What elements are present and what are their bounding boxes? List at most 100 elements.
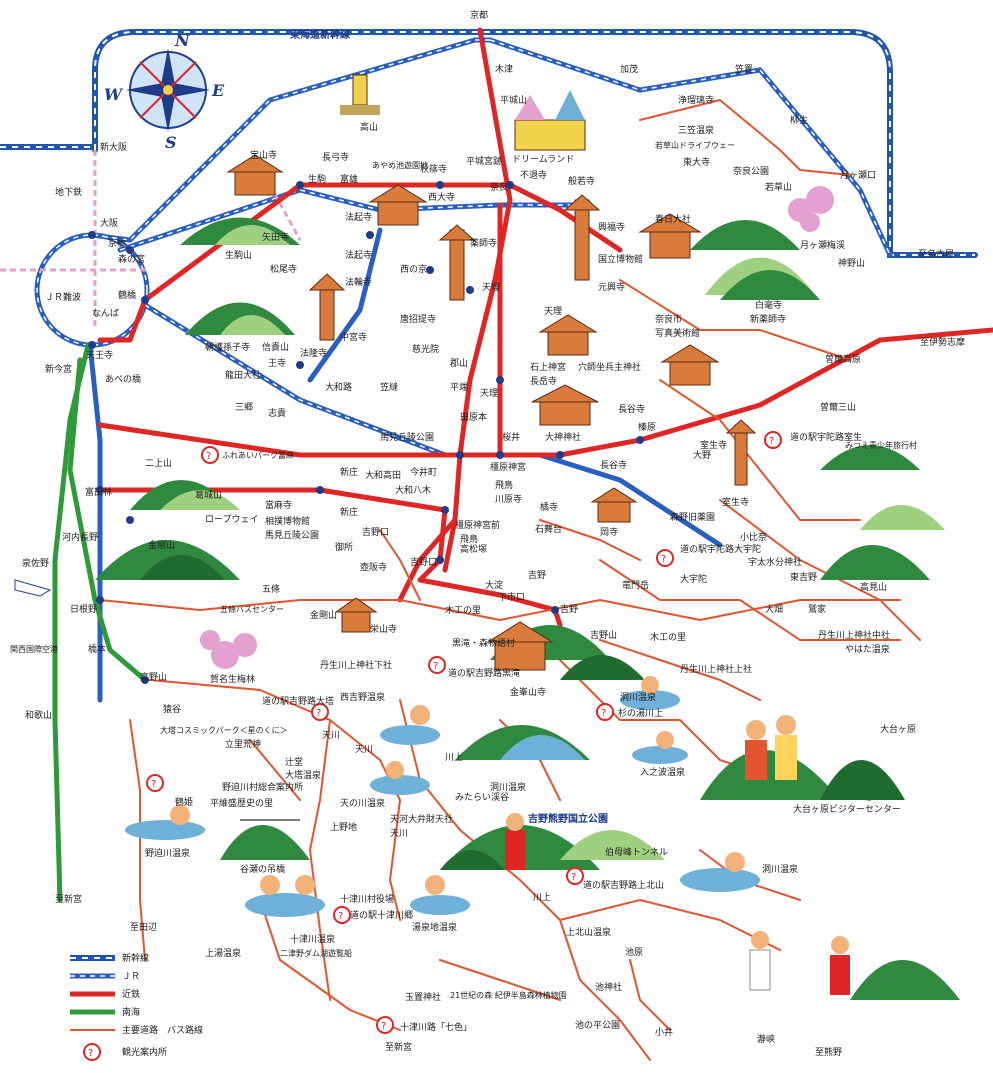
label-ouda: 大宇陀 — [680, 573, 707, 585]
label-kawai-south: 川上 — [533, 892, 551, 903]
label-morinomiya: 森の宮 — [118, 253, 145, 265]
label-dreamland: ドリームランド — [512, 154, 574, 165]
label-tsujido: 辻堂 — [285, 756, 303, 768]
label-horinji: 法輪寺 — [345, 276, 372, 288]
label-saidaiji: 西大寺 — [428, 191, 455, 203]
okadera-icon — [590, 487, 638, 523]
label-kongozan: 金剛山 — [148, 539, 175, 551]
skier-figure — [505, 813, 525, 870]
label-tsukigase-baikei: 月ヶ瀬梅渓 — [800, 239, 845, 251]
label-shin-imamiya: 新今宮 — [45, 363, 72, 375]
legend-shinkansen-label: 新幹線 — [122, 952, 149, 964]
label-ohdaigahara: 大台ヶ原 — [880, 723, 916, 735]
label-izumisano: 泉佐野 — [22, 557, 49, 569]
svg-text:?: ? — [381, 1021, 386, 1032]
label-michinoeki-totsukawa: 道の駅十津川郷 — [350, 909, 413, 921]
label-nosegawa: 野迫川温泉 — [145, 847, 190, 859]
label-ueno: 上野地 — [330, 821, 357, 833]
compass-rose: N S E W — [104, 31, 225, 152]
label-kansai-airport: 関西国際空港 — [10, 644, 58, 654]
todaiji-icon — [638, 213, 702, 259]
label-kintetsu-kyuuba: 矢田寺 — [262, 231, 289, 243]
info-icon: ? — [146, 774, 164, 792]
label-oyodo: 大淀 — [485, 579, 503, 591]
label-kashihara-jingu: 橿原神宮 — [490, 461, 526, 473]
info-icon: ? — [333, 906, 351, 924]
station-dots — [88, 181, 644, 684]
tennis-figures — [749, 931, 850, 995]
compass-west: W — [104, 85, 124, 104]
label-tatsuta: 龍田大社 — [225, 369, 261, 381]
label-oji: 王寺 — [268, 358, 286, 369]
label-shakudo: 新庄 — [340, 466, 358, 478]
label-ohbatake: 大畑 — [765, 603, 783, 615]
label-tenno-kawa: 天の川温泉 — [340, 797, 385, 809]
label-hashiobashi: 小比奈 — [740, 531, 767, 543]
svg-text:?: ? — [571, 872, 576, 883]
label-ono: 大野 — [693, 449, 711, 461]
tenri-icon — [538, 314, 598, 356]
label-heijoyama: 平城山 — [500, 95, 527, 106]
label-takami: 高見山 — [860, 581, 887, 593]
katsuragi-mountain — [95, 540, 240, 580]
label-michinoeki-kamikitayama: 道の駅吉野路上北山 — [583, 879, 664, 891]
label-ohto-cosmic: 大塔コスミックパーク＜星のくに＞ — [160, 725, 288, 735]
murou-forest — [820, 445, 920, 470]
label-heijokyu: 平城宮跡 — [466, 155, 502, 167]
legend-jr-label: ＪＲ — [122, 972, 140, 982]
svg-text:?: ? — [338, 911, 343, 922]
label-tenri: 天理 — [480, 388, 498, 399]
label-umami-park: 馬見丘陵公園 — [265, 530, 319, 541]
label-ikoma: 生駒 — [308, 173, 326, 185]
label-hakubo: 伯母峰トンネル — [605, 846, 668, 858]
label-niu-naka: 丹生川上神社中社 — [818, 629, 890, 641]
shigi-mountain — [185, 302, 295, 335]
label-totsukawa-office: 十津川村役場 — [340, 893, 394, 905]
label-isonokami: 石上神宮 — [530, 361, 566, 373]
label-koya: 高野山 — [140, 671, 167, 683]
label-byakugoji: 白毫寺 — [755, 299, 782, 311]
label-tondabayashi: 富田林 — [85, 486, 112, 498]
label-tawaramoto: 田原本 — [460, 411, 487, 423]
label-abeno: あべの橋 — [105, 373, 141, 385]
label-yahata: やはた温泉 — [845, 643, 890, 655]
label-sone: 曽爾高原 — [825, 353, 861, 365]
label-nishinokyo: 西の京 — [400, 263, 427, 275]
label-shiogawa: 湯泉地温泉 — [412, 921, 457, 933]
compass-south: S — [165, 133, 177, 152]
label-nara-museum: 写真美術館 — [655, 327, 700, 339]
label-to-shingu-south: 至新宮 — [385, 1041, 412, 1053]
label-shinyakushiji: 新薬師寺 — [750, 313, 786, 325]
temple-icons — [226, 154, 757, 671]
info-markers: ? ? ? ? ? ? ? ? ? ? — [146, 431, 782, 1034]
sone-mountain — [820, 505, 945, 580]
label-tenkawa-benten: 天河大弁財天社 — [390, 813, 453, 825]
legend: 新幹線 ＪＲ 近鉄 南海 主要道路 バス路線 ? 観光案内所 — [70, 952, 203, 1061]
label-kasanui: 笠縫 — [380, 381, 398, 393]
hasedera-icon — [660, 344, 720, 386]
info-icon: ? — [311, 703, 329, 721]
label-asuka-station: 飛鳥 — [460, 533, 478, 545]
legend-jr: ＪＲ — [70, 972, 140, 982]
label-murou-gateway: 室生寺 — [700, 439, 727, 451]
label-hasedera: 長谷寺 — [618, 404, 645, 415]
svg-text:?: ? — [433, 661, 438, 672]
tanise-valley — [220, 819, 310, 860]
label-omiwa: 大神神社 — [545, 431, 581, 443]
label-michinoeki-ohto: 道の駅吉野路大塔 — [262, 695, 334, 707]
label-tamaki: 玉置神社 — [405, 991, 441, 1003]
label-toshodaiji: 唐招提寺 — [400, 313, 436, 325]
legend-kintetsu-label: 近鉄 — [122, 988, 140, 1000]
ohmine-mountain — [455, 725, 590, 760]
label-futaiji: 不退寺 — [520, 170, 547, 181]
label-ikomayama: 生駒山 — [225, 249, 252, 261]
label-tanise: 谷瀬の吊橋 — [240, 863, 285, 875]
ohdaigahara-forest — [700, 750, 905, 800]
label-niu-kami: 丹生川上神社上社 — [680, 663, 752, 675]
label-kinpusenji: 金峯山寺 — [510, 686, 546, 698]
label-ikenotaira: 池の平公園 — [575, 1019, 620, 1031]
label-kanoyama: 賀名生梅林 — [210, 673, 255, 685]
label-hokiji: 法起寺 — [345, 249, 372, 261]
label-yoshinoguchi: 吉野口 — [410, 557, 437, 568]
label-anyou: 天理 — [482, 282, 500, 293]
